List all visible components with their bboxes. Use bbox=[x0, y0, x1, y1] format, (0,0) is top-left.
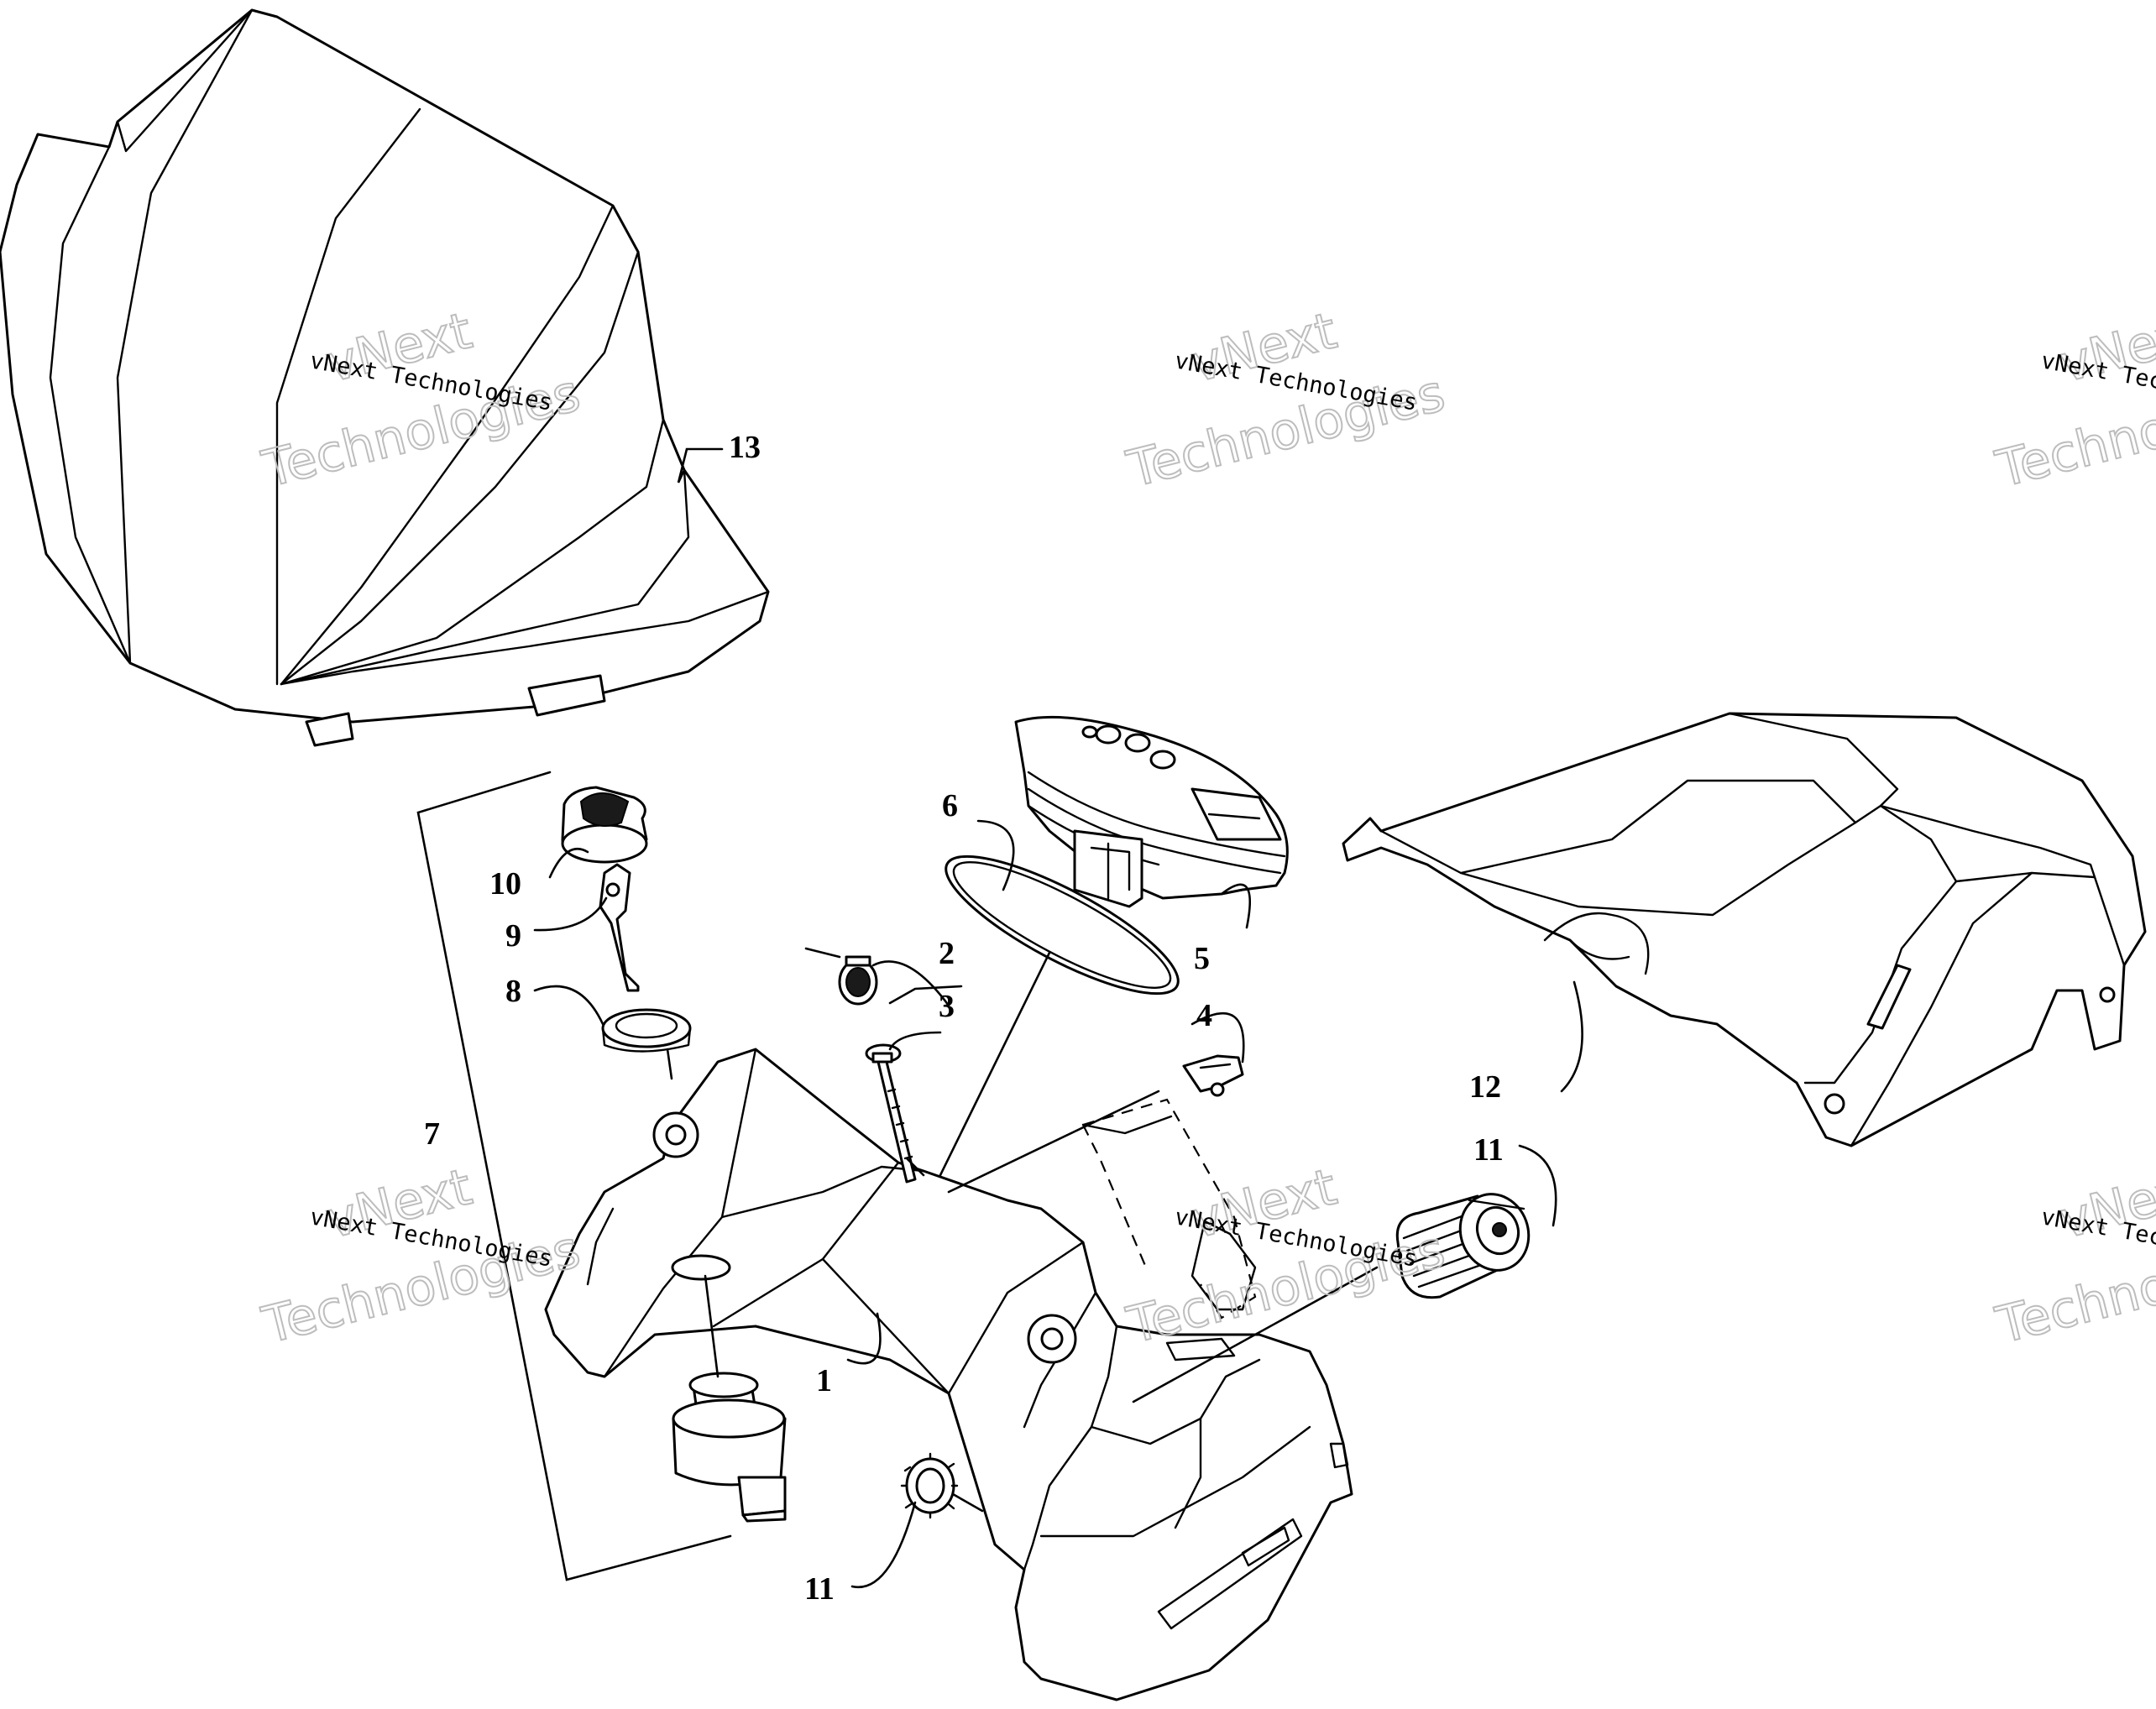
part-11-power-outlet bbox=[1395, 1193, 1531, 1299]
leader-lines bbox=[533, 447, 1583, 1589]
part-13-windshield bbox=[0, 8, 770, 747]
watermark-middle-left: vNext Technologies vNext Technologies bbox=[256, 1157, 587, 1356]
watermark-middle-center: vNext Technologies vNext Technologies bbox=[1121, 1157, 1452, 1356]
part-2-fastener bbox=[838, 955, 878, 1006]
callout-6: 6 bbox=[942, 788, 958, 823]
part-7-ignition-switch bbox=[672, 1372, 787, 1523]
callout-4: 4 bbox=[1196, 998, 1212, 1033]
callout-9: 9 bbox=[505, 918, 521, 954]
callout-5: 5 bbox=[1194, 941, 1210, 976]
callout-3: 3 bbox=[939, 989, 955, 1024]
part-3-bolt bbox=[865, 1043, 917, 1184]
part-10-key-cap bbox=[561, 786, 648, 864]
hidden-bracket-outline bbox=[1081, 1098, 1257, 1320]
part-12-side-cover bbox=[1342, 712, 2147, 1147]
callout-11-nut: 11 bbox=[804, 1571, 835, 1607]
watermark-middle-right: vNext Technologies vNext Technologies bbox=[1990, 1157, 2156, 1356]
callout-1: 1 bbox=[816, 1363, 832, 1398]
callout-13: 13 bbox=[729, 430, 761, 465]
bracket-7 bbox=[416, 771, 732, 1581]
callout-2: 2 bbox=[939, 936, 955, 971]
part-1-console-housing bbox=[544, 1048, 1353, 1701]
callout-labels: 1 2 3 4 5 6 7 8 9 10 11 11 12 13 bbox=[424, 430, 1504, 1607]
part-6-gasket bbox=[945, 854, 1180, 996]
watermark-top-center: vNext Technologies vNext Technologies bbox=[1121, 301, 1452, 500]
callout-11-outlet: 11 bbox=[1473, 1132, 1504, 1168]
callout-12: 12 bbox=[1469, 1069, 1501, 1105]
part-4-clip bbox=[1182, 1054, 1244, 1097]
part-5-gauge bbox=[1014, 715, 1289, 908]
callout-8: 8 bbox=[505, 974, 521, 1009]
part-8-bezel-ring bbox=[601, 1008, 692, 1053]
callout-7: 7 bbox=[424, 1116, 440, 1152]
callout-10: 10 bbox=[489, 866, 521, 902]
watermark-top-right: vNext Technologies vNext Technologies bbox=[1990, 301, 2156, 500]
part-11-lock-nut bbox=[900, 1452, 959, 1519]
part-9-key bbox=[599, 863, 640, 992]
